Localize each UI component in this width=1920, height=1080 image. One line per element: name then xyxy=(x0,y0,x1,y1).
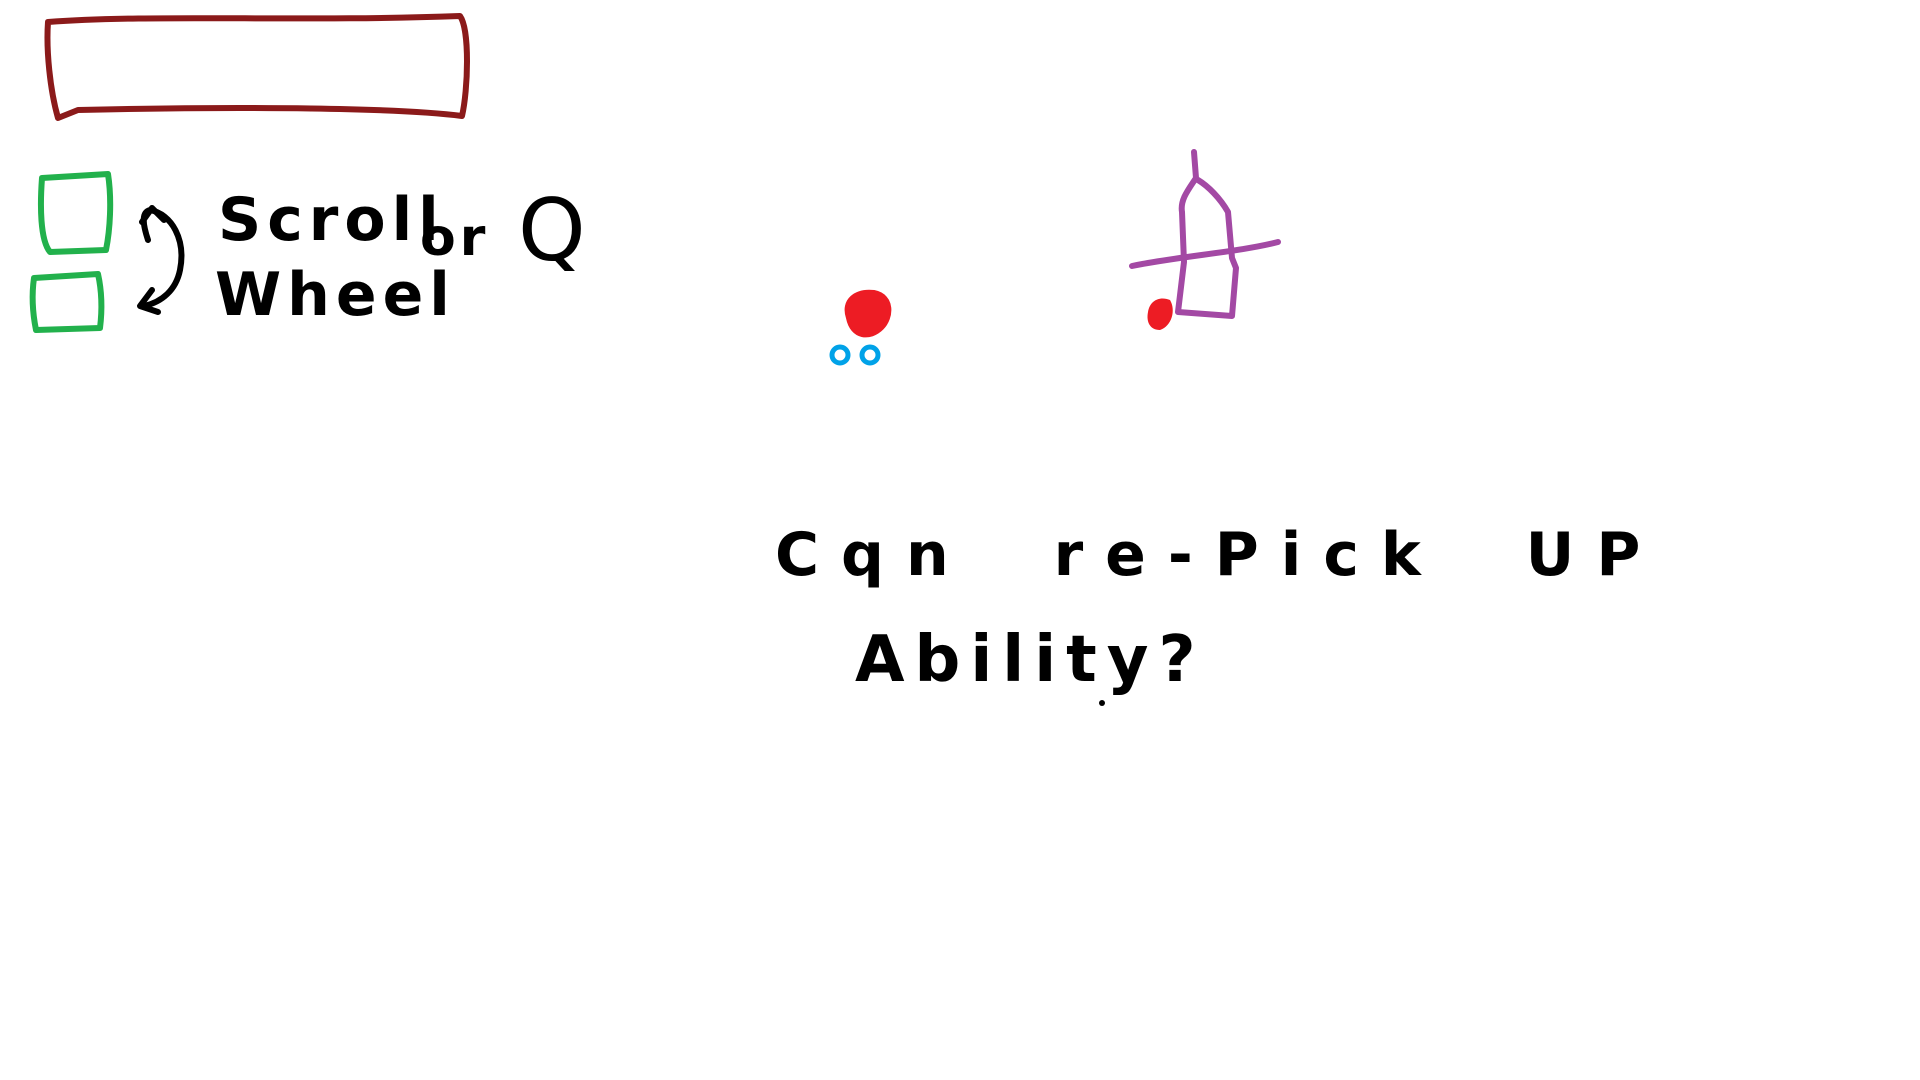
player-foot-left xyxy=(829,344,851,366)
player-body xyxy=(844,289,892,338)
ability-pickup-icon xyxy=(1129,149,1281,319)
control-hint-scroll: Scroll xyxy=(218,185,445,255)
control-hint-or: or xyxy=(420,208,490,268)
control-hint-q-key: Q xyxy=(518,181,586,281)
pickup-prompt-line2: Ability? xyxy=(855,623,1206,697)
pickup-prompt-line1: Cqn re-Pick UP xyxy=(775,520,1663,590)
control-hint-wheel: Wheel xyxy=(215,260,456,330)
player-foot-right xyxy=(859,344,881,366)
swap-arrow-icon xyxy=(137,205,185,315)
pickup-marker xyxy=(1147,298,1173,330)
ability-slot-2 xyxy=(29,271,105,333)
question-dot xyxy=(1099,700,1105,706)
health-bar xyxy=(44,13,470,121)
ability-slot-1 xyxy=(37,171,114,255)
player-character xyxy=(829,289,892,366)
